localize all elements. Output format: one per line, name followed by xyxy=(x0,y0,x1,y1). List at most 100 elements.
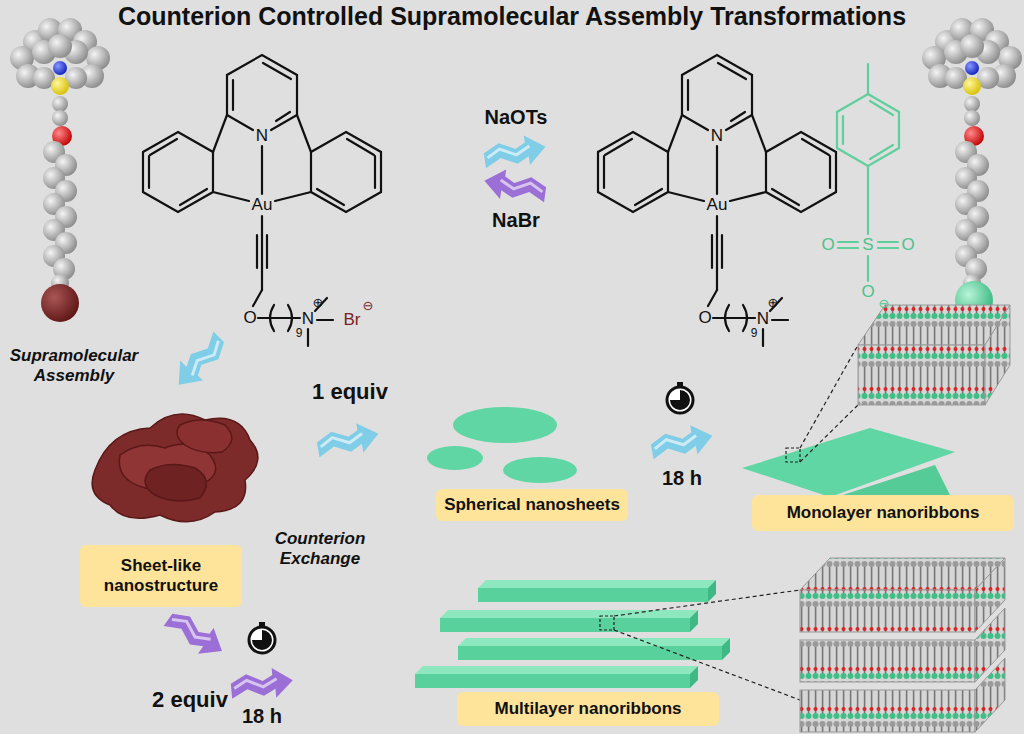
monolayer-sheets-part xyxy=(800,405,858,462)
gold-complex-tosylate xyxy=(598,55,836,346)
monolayer-stack-part xyxy=(858,305,1010,345)
charge-symbol: ⊕ xyxy=(768,296,779,311)
sheet-like-nanostructure-part xyxy=(145,464,206,500)
monolayer-sheets-part xyxy=(800,345,858,448)
tosylate-anion-part xyxy=(870,145,893,159)
tosylate-anion-part xyxy=(870,101,893,115)
tosylate-anion-part xyxy=(878,241,898,243)
multilayer-bars-part xyxy=(415,666,698,674)
illustration-part xyxy=(667,382,693,413)
atom-label: N xyxy=(711,126,723,146)
multilayer-stack-part xyxy=(800,690,975,732)
spherical-nanosheets-part xyxy=(427,446,483,470)
atom-label: O xyxy=(698,308,711,328)
multilayer-bars-part xyxy=(690,666,698,688)
spherical-nanosheets-part xyxy=(503,457,577,483)
multilayer-stack-part xyxy=(800,558,1005,590)
multilayer-bars-part xyxy=(478,580,716,588)
atom-label: N xyxy=(302,309,314,329)
box-text: Sheet-like nanostructure xyxy=(86,556,236,597)
illustration-part xyxy=(162,604,230,664)
reagent-label: NaOTs xyxy=(485,106,548,129)
illustration-part xyxy=(315,420,381,460)
box-text: Multilayer nanoribbons xyxy=(494,699,681,719)
counterion-label: Br xyxy=(344,310,361,330)
monolayer-stack-part xyxy=(985,305,1010,405)
tosylate-anion-part xyxy=(842,116,844,144)
multilayer-bars-part xyxy=(600,616,614,630)
multilayer-bars-part xyxy=(614,590,800,616)
charge-symbol: ⊖ xyxy=(363,299,374,314)
atom-label: N xyxy=(256,126,268,146)
tosylate-anion-part xyxy=(878,247,898,249)
multilayer-stack xyxy=(800,558,1005,732)
atom-label: O xyxy=(243,308,256,328)
multilayer-bars-part xyxy=(440,610,698,618)
sheet-like-nanostructure-part xyxy=(92,414,258,522)
multilayer-bars-part xyxy=(458,646,722,660)
equivalents-label: 2 equiv xyxy=(152,687,228,712)
atom-label: S xyxy=(862,235,873,255)
multilayer-stack-part xyxy=(800,590,975,632)
atom-label: N xyxy=(757,309,769,329)
label-box: Multilayer nanoribbons xyxy=(457,692,719,726)
process-label: Supramolecular Assembly xyxy=(0,346,149,385)
monolayer-stack xyxy=(858,305,1010,405)
bromide-sphere xyxy=(41,284,79,322)
spherical-nanosheets xyxy=(427,407,577,483)
multilayer-bars-part xyxy=(614,630,800,700)
multilayer-bars-part xyxy=(415,674,690,688)
multilayer-bars-part xyxy=(458,638,730,646)
monolayer-stack-part xyxy=(858,345,985,405)
subscript: 9 xyxy=(296,327,303,341)
illustration-part xyxy=(249,622,275,653)
atom-label: O xyxy=(821,235,834,255)
atom-label: Au xyxy=(707,195,728,215)
multilayer-bars-part xyxy=(478,588,708,602)
charge-symbol: ⊕ xyxy=(313,296,324,311)
multilayer-bars-part xyxy=(690,610,698,632)
time-label: 18 h xyxy=(242,705,282,728)
tosylate-anion-part xyxy=(867,166,869,234)
spherical-nanosheets-part xyxy=(453,407,557,443)
box-text: Spherical nanosheets xyxy=(444,495,620,515)
box-text: Monolayer nanoribbons xyxy=(787,503,980,523)
tosylate-anion-part xyxy=(838,241,858,243)
model-bromide xyxy=(10,18,110,292)
monolayer-sheets-part xyxy=(786,448,800,462)
sheet-like-nanostructure-part xyxy=(177,420,232,453)
atom-label: Au xyxy=(252,195,273,215)
gold-complex-bromide xyxy=(143,55,381,346)
charge-symbol: ⊖ xyxy=(879,297,890,312)
illustration-part xyxy=(167,329,232,394)
multilayer-bars xyxy=(415,580,800,700)
title: Counterion Controlled Supramolecular Ass… xyxy=(0,2,1024,31)
reagent-label: NaBr xyxy=(492,209,540,232)
label-box: Monolayer nanoribbons xyxy=(752,495,1014,531)
multilayer-stack-part xyxy=(800,640,975,682)
model-tosylate xyxy=(922,18,1022,292)
tosylate-anion xyxy=(837,64,899,281)
subscript: 9 xyxy=(751,327,758,341)
sheet-like-nanostructure xyxy=(92,414,258,522)
illustration-part xyxy=(482,167,548,205)
multilayer-bars-part xyxy=(708,580,716,602)
label-box: Sheet-like nanostructure xyxy=(80,545,242,607)
multilayer-bars-part xyxy=(440,618,690,632)
atom-label: O xyxy=(901,235,914,255)
time-label: 18 h xyxy=(662,467,702,490)
tosylate-anion-part xyxy=(838,247,858,249)
illustration-part xyxy=(649,422,715,462)
multilayer-stack-part xyxy=(975,658,1005,732)
tosylate-anion-part xyxy=(867,64,869,94)
label-box: Spherical nanosheets xyxy=(436,489,628,521)
process-label: Counterion Exchange xyxy=(255,529,385,568)
multilayer-bars-part xyxy=(722,638,730,660)
illustration-part xyxy=(230,666,294,701)
equivalents-label: 1 equiv xyxy=(312,379,388,404)
tosylate-anion-part xyxy=(837,94,899,166)
tosylate-anion-part xyxy=(867,256,869,281)
illustration-part xyxy=(482,133,548,171)
